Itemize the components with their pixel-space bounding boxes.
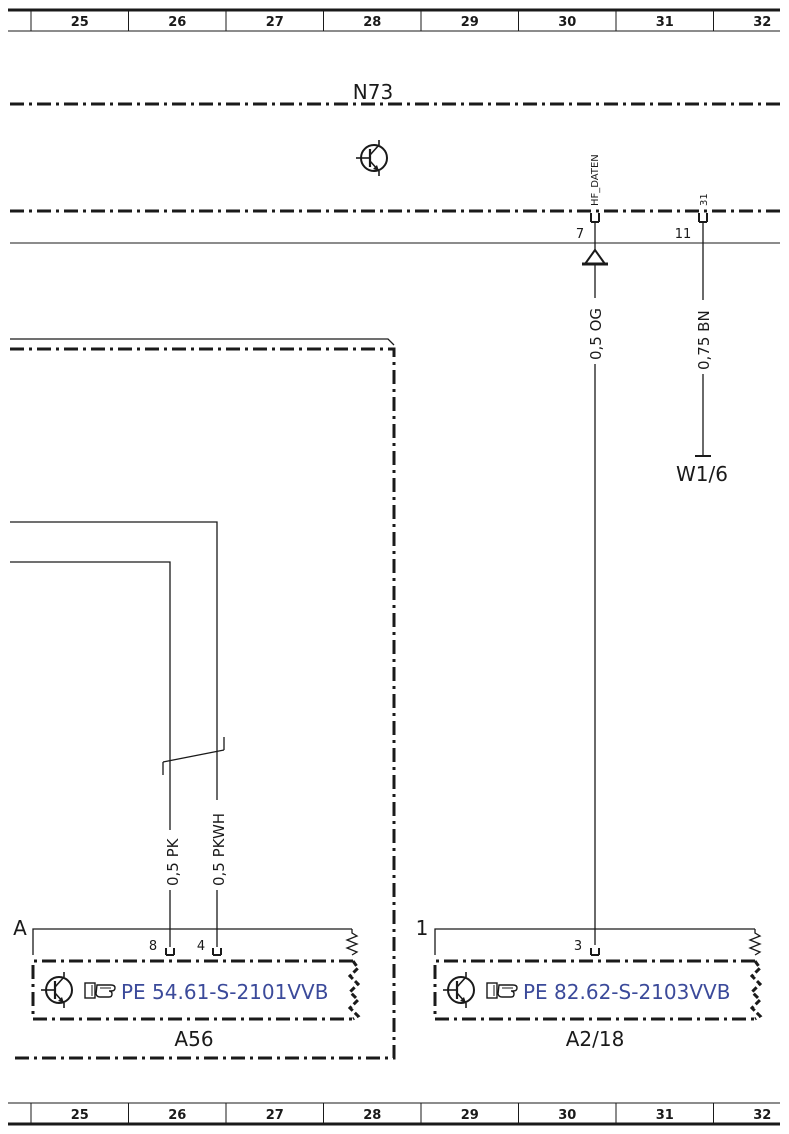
bottom-ruler-column-28: 28 — [363, 1108, 381, 1123]
a56-pin-4-label: 4 — [197, 939, 205, 954]
top-ruler-column-29: 29 — [461, 15, 479, 30]
transistor-icon — [354, 138, 389, 178]
wire-bn: 0,75 BN W1/6 — [676, 310, 728, 486]
ground-w1-6-label: W1/6 — [676, 462, 728, 486]
n73-pin-7: HF_DATEN 7 — [576, 154, 608, 266]
a56-pin-8-label: 8 — [149, 939, 157, 954]
transistor-icon — [441, 970, 476, 1010]
n73-pin-11: 31 11 — [675, 193, 710, 300]
pin-11-label: 11 — [675, 227, 692, 242]
bottom-ruler-column-26: 26 — [168, 1108, 186, 1123]
wire-og: 0,5 OG — [587, 264, 605, 945]
wire-bn-label: 0,75 BN — [695, 310, 713, 370]
a2-18-reference-link[interactable]: PE 82.62-S-2103VVB — [523, 980, 730, 1004]
top-ruler-column-25: 25 — [71, 15, 89, 30]
bottom-ruler-column-32: 32 — [753, 1108, 771, 1123]
a2-18-connector-label: 1 — [416, 916, 429, 940]
bottom-ruler-column-31: 31 — [656, 1108, 674, 1123]
a56-reference-link[interactable]: PE 54.61-S-2101VVB — [121, 980, 328, 1004]
n73-module: N73 — [10, 80, 780, 244]
component-a2-18: 1 3 PE 82.62-S-2103VVB A2/18 — [416, 916, 763, 1051]
bottom-ruler-column-30: 30 — [558, 1108, 576, 1123]
left-module-boundary — [10, 338, 396, 1060]
pointing-hand-icon — [84, 982, 116, 999]
pin-7-label: 7 — [576, 227, 584, 242]
top-ruler-column-32: 32 — [753, 15, 771, 30]
pointing-hand-icon — [486, 982, 518, 999]
twisted-pair-marker — [162, 737, 225, 775]
top-ruler: 25 26 27 28 29 30 31 32 — [8, 8, 780, 32]
bottom-ruler-column-29: 29 — [461, 1108, 479, 1123]
wire-og-label: 0,5 OG — [587, 308, 605, 360]
top-ruler-column-31: 31 — [656, 15, 674, 30]
transistor-icon — [39, 970, 74, 1010]
pin-31-label: 31 — [699, 193, 710, 206]
a56-connector-label: A — [13, 916, 27, 940]
wire-pk: 0,5 PK — [10, 561, 182, 947]
bottom-ruler: 25 26 27 28 29 30 31 32 — [8, 1102, 780, 1126]
a56-label: A56 — [174, 1027, 213, 1051]
wire-pkwh-label: 0,5 PKWH — [210, 813, 228, 886]
component-a56: A 8 4 PE 54.61-S-2101VVB A56 — [13, 916, 361, 1051]
a2-18-pin-3-label: 3 — [574, 939, 582, 954]
n73-label: N73 — [353, 80, 393, 104]
top-ruler-column-30: 30 — [558, 15, 576, 30]
top-ruler-column-28: 28 — [363, 15, 381, 30]
top-ruler-column-26: 26 — [168, 15, 186, 30]
top-ruler-column-27: 27 — [266, 15, 284, 30]
wire-pk-label: 0,5 PK — [164, 837, 182, 886]
bottom-ruler-column-27: 27 — [266, 1108, 284, 1123]
hf-daten-label: HF_DATEN — [590, 154, 601, 206]
bottom-ruler-column-25: 25 — [71, 1108, 89, 1123]
a2-18-label: A2/18 — [566, 1027, 625, 1051]
wire-pkwh: 0,5 PKWH — [10, 521, 228, 947]
